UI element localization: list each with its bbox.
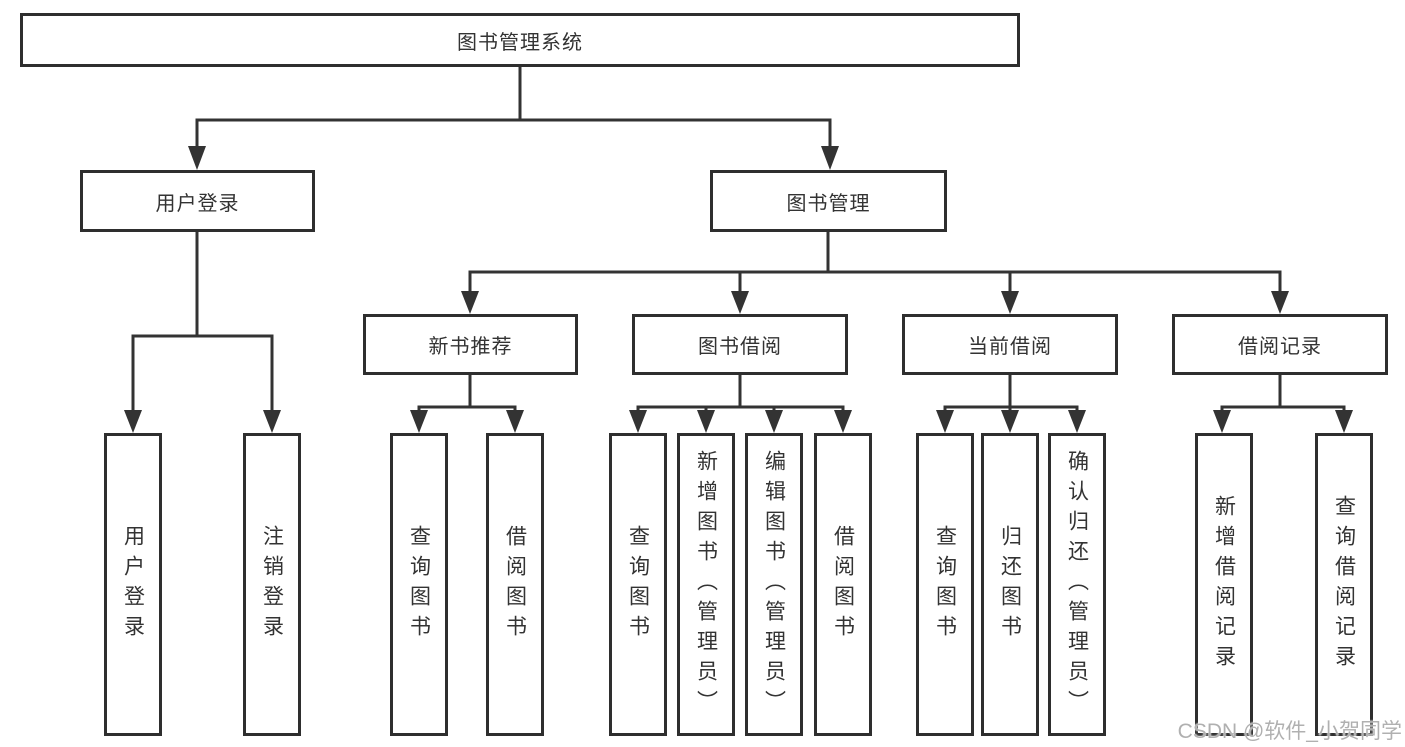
leaf-logout-label: 注销登录: [260, 524, 284, 645]
arrowheads-level3: [461, 291, 1289, 314]
node-borrow-record-label: 借阅记录: [1238, 336, 1322, 358]
arrowheads-level2: [188, 146, 839, 170]
leaf-cb-query-books-label: 查询图书: [933, 524, 957, 645]
node-current-borrow-label: 当前借阅: [968, 336, 1052, 358]
node-book-borrow: 图书借阅: [632, 314, 848, 375]
connector-book-management: [468, 232, 1282, 293]
arrowheads-leaves: [410, 410, 1353, 433]
leaf-cb-query-books: 查询图书: [916, 433, 974, 736]
node-new-book-recommend: 新书推荐: [363, 314, 578, 375]
watermark: CSDN @软件_小贺同学: [1177, 720, 1402, 743]
node-borrow-record: 借阅记录: [1172, 314, 1388, 375]
leaf-cb-return-books: 归还图书: [981, 433, 1039, 736]
leaf-br-add-record-label: 新增借阅记录: [1212, 494, 1236, 675]
node-root-label: 图书管理系统: [457, 31, 583, 54]
leaf-nbr-borrow-books-label: 借阅图书: [503, 524, 527, 645]
node-user-login: 用户登录: [80, 170, 315, 232]
node-root: 图书管理系统: [20, 13, 1020, 67]
connector-leaf-groups: [417, 375, 1346, 412]
leaf-cb-confirm-return: 确认归还（管理员）: [1048, 433, 1106, 736]
node-book-borrow-label: 图书借阅: [698, 336, 782, 358]
leaf-bb-edit-books-label: 编辑图书（管理员）: [762, 449, 786, 720]
leaf-bb-query-books: 查询图书: [609, 433, 667, 736]
leaf-bb-borrow-books: 借阅图书: [814, 433, 872, 736]
leaf-user-login-label: 用户登录: [121, 524, 145, 645]
leaf-bb-add-books: 新增图书（管理员）: [677, 433, 735, 736]
node-current-borrow: 当前借阅: [902, 314, 1118, 375]
leaf-br-query-record: 查询借阅记录: [1315, 433, 1373, 736]
leaf-bb-add-books-label: 新增图书（管理员）: [694, 449, 718, 720]
arrowheads-user-login-leaves: [124, 410, 281, 433]
leaf-bb-query-books-label: 查询图书: [626, 524, 650, 645]
node-new-book-recommend-label: 新书推荐: [428, 336, 513, 358]
leaf-bb-edit-books: 编辑图书（管理员）: [745, 433, 803, 736]
node-user-login-label: 用户登录: [155, 192, 240, 215]
node-book-management: 图书管理: [710, 170, 947, 232]
leaf-br-query-record-label: 查询借阅记录: [1332, 494, 1356, 675]
leaf-cb-return-books-label: 归还图书: [998, 524, 1022, 645]
leaf-nbr-query-books-label: 查询图书: [407, 524, 431, 645]
connector-user-login: [131, 232, 274, 412]
leaf-logout: 注销登录: [243, 433, 301, 736]
leaf-cb-confirm-return-label: 确认归还（管理员）: [1065, 449, 1089, 720]
leaf-nbr-borrow-books: 借阅图书: [486, 433, 544, 736]
leaf-br-add-record: 新增借阅记录: [1195, 433, 1253, 736]
leaf-nbr-query-books: 查询图书: [390, 433, 448, 736]
leaf-user-login: 用户登录: [104, 433, 162, 736]
node-book-management-label: 图书管理: [786, 192, 871, 215]
connector-root: [195, 67, 832, 148]
leaf-bb-borrow-books-label: 借阅图书: [831, 524, 855, 645]
